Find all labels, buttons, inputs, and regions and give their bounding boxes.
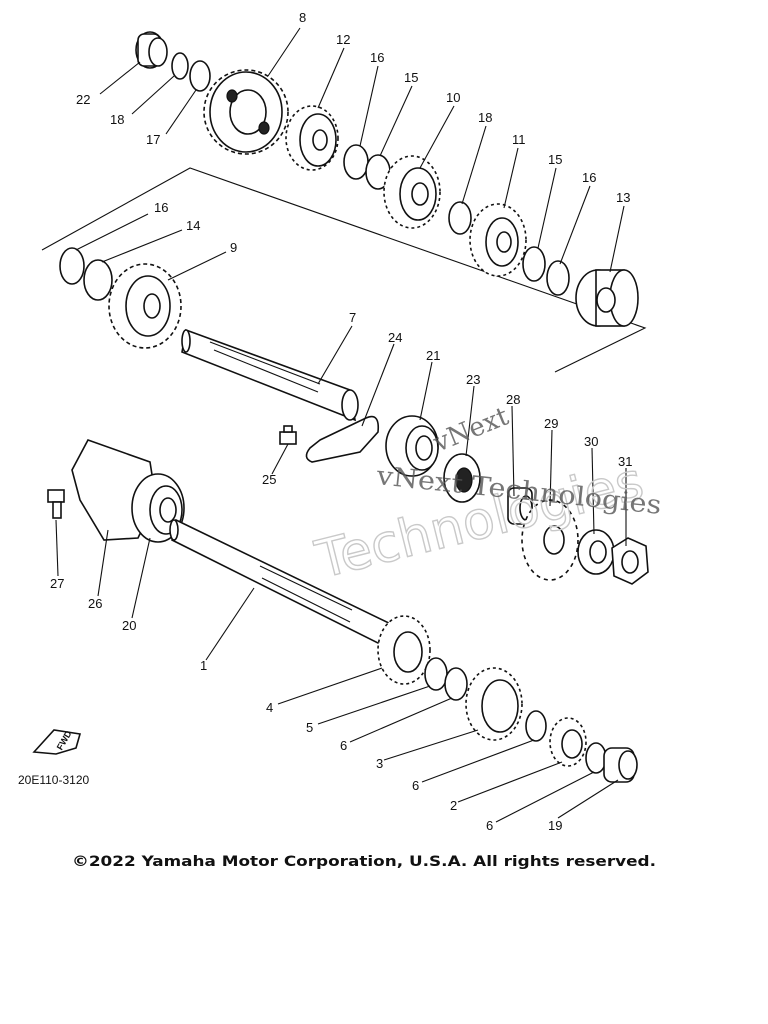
part-18-washer-b — [448, 201, 472, 235]
label-18: 18 — [478, 110, 492, 125]
part-4-gear — [377, 615, 431, 685]
part-13-gear — [575, 269, 639, 327]
part-30-lockwasher — [577, 529, 615, 575]
label-31: 31 — [618, 454, 632, 469]
label-13: 13 — [616, 190, 630, 205]
part-7-shaft — [181, 328, 359, 422]
part-17-circlip — [189, 60, 211, 92]
part-5-washer — [424, 657, 448, 691]
label-19: 19 — [548, 818, 562, 833]
part-2-gear — [549, 717, 587, 767]
part-12-gear — [285, 105, 339, 171]
diagram-code: 20E110-3120 — [18, 773, 90, 787]
part-16-circlip-b — [546, 260, 570, 296]
fwd-arrow-icon: FWD — [32, 729, 82, 755]
part-labels: 8 12 16 15 10 18 11 15 16 13 22 18 17 16… — [50, 10, 632, 833]
part-25-bolt — [279, 425, 297, 445]
label-16: 16 — [582, 170, 596, 185]
label-7: 7 — [349, 310, 356, 325]
label-1: 1 — [200, 658, 207, 673]
label-21: 21 — [426, 348, 440, 363]
part-10-gear — [383, 155, 441, 229]
part-6-circlip — [444, 667, 468, 701]
label-27: 27 — [50, 576, 64, 591]
part-16-circlip-c — [59, 247, 85, 285]
part-23-seal — [443, 453, 481, 503]
label-8: 8 — [299, 10, 306, 25]
label-11: 11 — [512, 132, 526, 147]
label-15: 15 — [404, 70, 418, 85]
label-6: 6 — [340, 738, 347, 753]
label-26: 26 — [88, 596, 102, 611]
part-15-washer-b — [522, 246, 546, 282]
leader-lines — [55, 27, 627, 823]
label-9: 9 — [230, 240, 237, 255]
label-16: 16 — [370, 50, 384, 65]
part-24-plate — [305, 415, 380, 463]
part-8-gear — [203, 69, 289, 155]
part-3-gear — [465, 667, 523, 741]
label-4: 4 — [266, 700, 273, 715]
part-9-gear — [108, 263, 182, 349]
label-6: 6 — [412, 778, 419, 793]
copyright-notice: ©2022 Yamaha Motor Corporation, U.S.A. A… — [72, 854, 656, 870]
label-20: 20 — [122, 618, 136, 633]
label-15: 15 — [548, 152, 562, 167]
label-3: 3 — [376, 756, 383, 771]
part-27-bolt — [47, 489, 65, 519]
label-17: 17 — [146, 132, 160, 147]
part-31-nut — [611, 537, 649, 585]
part-14-washer — [83, 259, 113, 301]
upper-shaft-group-outline — [41, 167, 647, 373]
part-29-sprocket — [521, 499, 579, 581]
label-2: 2 — [450, 798, 457, 813]
part-21-bearing — [385, 415, 439, 477]
label-12: 12 — [336, 32, 350, 47]
label-28: 28 — [506, 392, 520, 407]
label-18: 18 — [110, 112, 124, 127]
label-10: 10 — [446, 90, 460, 105]
part-19-bearing — [603, 747, 638, 783]
label-24: 24 — [388, 330, 402, 345]
label-30: 30 — [584, 434, 598, 449]
label-5: 5 — [306, 720, 313, 735]
label-22: 22 — [76, 92, 90, 107]
part-16-circlip — [343, 144, 369, 180]
label-23: 23 — [466, 372, 480, 387]
part-22-bearing — [135, 31, 168, 69]
part-11-gear — [469, 203, 527, 277]
label-25: 25 — [262, 472, 276, 487]
label-16: 16 — [154, 200, 168, 215]
label-6: 6 — [486, 818, 493, 833]
label-14: 14 — [186, 218, 200, 233]
label-29: 29 — [544, 416, 558, 431]
part-6-circlip-c — [585, 742, 607, 774]
part-6-circlip-b — [525, 710, 547, 742]
part-18-washer — [171, 52, 189, 80]
